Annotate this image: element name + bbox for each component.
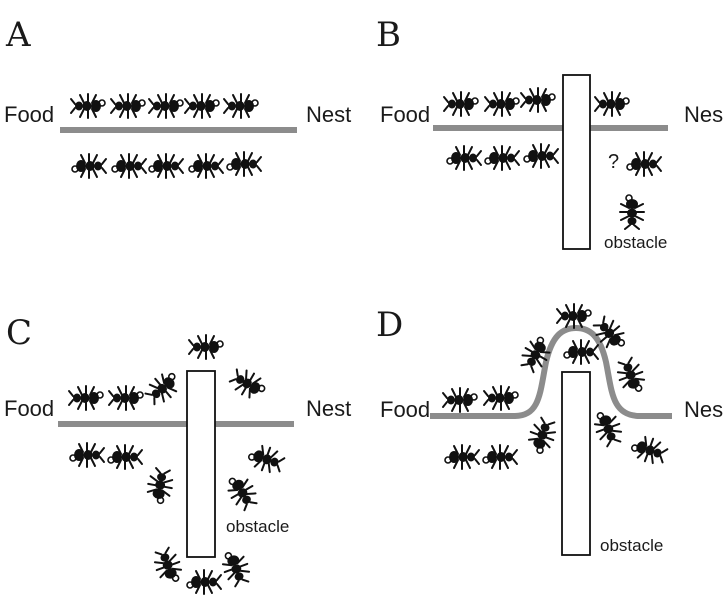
ant-icon [520,87,556,113]
food-label-c: Food [4,396,54,421]
panel-letter-b: B [376,15,401,55]
ant-icon [446,145,482,171]
ant-icon [108,385,144,411]
ant-icon [110,93,146,119]
food-label-d: Food [380,397,430,422]
ant-icon [523,414,561,458]
ant-icon [244,440,288,478]
ant-icon [144,466,176,506]
ant-icon [594,91,630,117]
ant-icon [111,153,147,179]
ant-icon [186,569,222,595]
ant-icon [149,544,187,588]
ant-icon [217,546,255,590]
ant-icon [68,385,104,411]
obstacle-b [562,74,591,250]
nest-label-c: Nest [306,396,351,421]
ant-icon [148,93,184,119]
ant-icon [184,93,220,119]
ant-icon [71,153,107,179]
ant-icon [444,444,480,470]
nest-label-a: Nest [306,102,351,127]
panel-c: C Food Nest obstacle [4,313,351,595]
ant-icon [442,387,478,413]
obstacle-label-b: obstacle [604,233,667,252]
ant-icon [612,354,650,398]
food-label-b: Food [380,102,430,127]
ant-icon [556,303,592,329]
ant-icon [70,93,106,119]
ant-icon [619,194,645,230]
ant-icon [626,151,662,177]
ant-icon [484,91,520,117]
nest-label-d: Nest [684,397,723,422]
panel-letter-c: C [6,313,32,353]
ant-icon [627,431,671,469]
ant-icon [443,91,479,117]
ant-icon [483,385,519,411]
ant-icon [589,406,627,450]
ant-icon [188,334,224,360]
nest-label-b: Nest [684,102,723,127]
panel-d: D Food Nest obstacle [376,303,723,556]
trail-d-detour [430,324,672,419]
obstacle-label-c: obstacle [226,517,289,536]
ant-icon [223,93,259,119]
ant-icon [69,442,105,468]
panel-a: A Food Nest [4,15,351,179]
ant-icon [148,153,184,179]
ant-icon [482,444,518,470]
obstacle-d [561,371,591,556]
panel-letter-d: D [376,305,403,345]
ant-icon [222,470,262,514]
panel-letter-a: A [5,15,31,55]
food-label-a: Food [4,102,54,127]
ant-icon [226,151,262,177]
ant-icon [563,339,599,365]
panel-b: B Food Nest ? obstacle [376,15,723,252]
ant-icon [484,145,520,171]
ant-icon [188,153,224,179]
question-mark: ? [608,151,619,173]
ant-icon [523,143,559,169]
ant-icon [141,366,185,410]
ant-icon [107,444,143,470]
obstacle-c [186,370,216,558]
obstacle-label-d: obstacle [600,536,663,555]
ant-icon [226,364,270,404]
